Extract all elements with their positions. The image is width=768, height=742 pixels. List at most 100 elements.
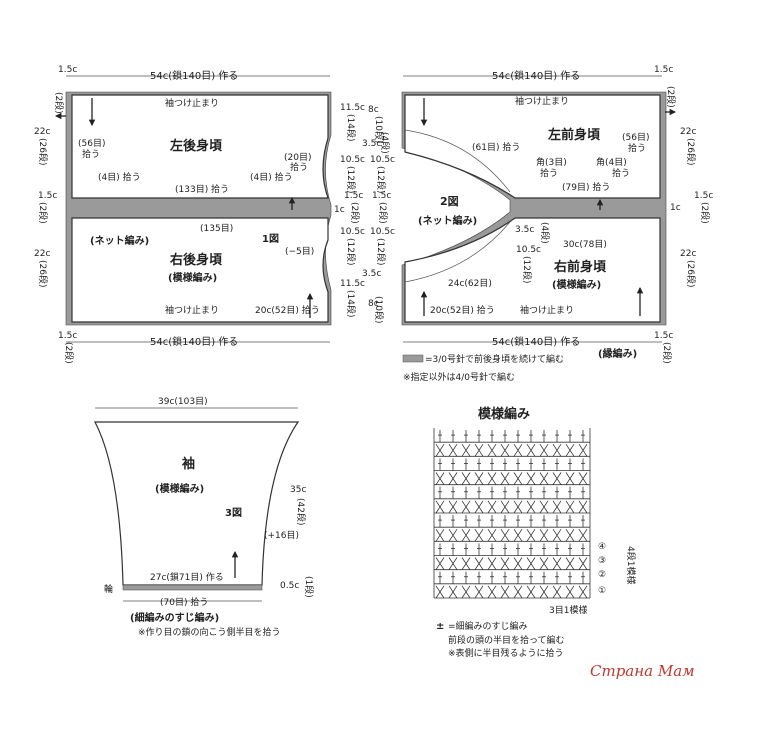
sleeve-edge-name: (細編みのすじ編み) [130,611,219,624]
stitch-mark [461,585,471,599]
right-back-sleeve-stop: 袖つけ止まり [165,304,219,316]
right-back-decrease: (−5目) [285,246,314,257]
stitch-mark [513,528,523,542]
stitch-mark [578,528,588,542]
stitch-mark [578,585,588,599]
note-line2: ※指定以外は4/0号針で編む [403,371,515,383]
right-back-rows135: (135目) [200,223,233,234]
stitch-mark [539,472,549,485]
pattern-repeat-rows: 4段1模様 [625,546,637,584]
svg-text:(42段): (42段) [295,498,307,525]
sleeve-panel [94,421,300,586]
svg-text:拾う: 拾う [540,167,558,179]
svg-text:1.5c: 1.5c [654,331,673,341]
stitch-mark [513,500,523,514]
svg-text:8c: 8c [368,105,379,115]
stitch-mark [435,472,445,485]
svg-text:(4段): (4段) [539,222,551,244]
sleeve-bottom-width: 27c(鎖71目) 作る [150,571,224,583]
stitch-mark [500,557,510,570]
stitch-mark [435,557,445,570]
right-front-w30: 30c(78目) [563,239,607,250]
stitch-mark [435,443,445,457]
svg-text:1.5c: 1.5c [372,191,391,201]
stitch-mark [565,528,575,542]
stitch-mark [487,472,497,485]
svg-text:(26段): (26段) [685,138,697,165]
stitch-mark [500,528,510,542]
stitch-mark [552,500,562,514]
right-top-width: 54c(鎖140目) 作る [492,69,580,82]
stitch-mark [474,472,484,485]
svg-text:(12段): (12段) [375,238,387,265]
svg-text:拾う: 拾う [628,142,646,154]
left-front-pick79: (79目) 拾う [562,181,610,193]
stitch-mark [526,472,536,485]
stitch-mark [539,557,549,570]
stitch-mark [552,528,562,542]
note-line1: =3/0号針で前後身頃を続けて編む [425,353,564,365]
right-front-title: 右前身頃 [553,259,607,275]
stitch-mark [552,472,562,485]
svg-text:10.5c: 10.5c [340,227,365,237]
svg-text:(26段): (26段) [685,260,697,287]
pattern-repeat-sts: 3目1模様 [549,604,587,616]
left-front-corner3: 角(3目) [536,156,567,168]
stitch-mark [435,528,445,542]
bottom-dimensions: 54c(鎖140目) 作る 54c(鎖140目) 作る 1.5c (2段) 1.… [58,331,673,383]
sleeve-fig: 3図 [225,507,242,519]
sleeve-subtitle: (模様編み) [155,482,204,495]
stitch-mark [565,443,575,457]
svg-text:②: ② [598,570,606,580]
stitch-mark [474,585,484,599]
svg-text:(2段): (2段) [377,202,389,224]
svg-text:(10段): (10段) [373,296,385,323]
left-front-pick56: (56目) [622,132,649,143]
svg-text:拾う: 拾う [82,148,100,160]
right-back-subtitle: (模様編み) [168,271,217,284]
top-dimensions: 54c(鎖140目) 作る 54c(鎖140目) 作る 1.5c (2段) 1.… [53,65,677,114]
left-front-panel [404,94,661,199]
stitch-mark [526,443,536,457]
svg-text:④: ④ [598,542,606,552]
stitch-mark [539,528,549,542]
stitch-mark [448,443,458,457]
stitch-mark [461,528,471,542]
legend-symbol: ± [436,621,444,632]
stitch-mark [578,443,588,457]
legend-line1: 前段の頭の半目を拾って編む [448,634,565,646]
svg-text:拾う: 拾う [290,161,308,173]
svg-text:(2段): (2段) [349,202,361,224]
right-back-net: (ネット編み) [90,234,149,247]
stitch-chart [433,428,591,599]
stitch-mark [513,557,523,570]
svg-text:10.5c: 10.5c [370,155,395,165]
stitch-mark [513,585,523,599]
svg-text:8c: 8c [368,299,379,309]
stitch-mark [487,443,497,457]
svg-text:3.5c: 3.5c [362,269,381,279]
right-front-height: 22c [680,249,696,259]
center-dimensions: 11.5c (14段) 8c (10段) 3.5c (4段) 10.5c (12… [334,103,395,323]
stitch-mark [448,585,458,599]
left-back-pick56: (56目) [78,138,105,149]
stitch-mark [565,557,575,570]
stitch-mark [526,528,536,542]
left-back-sleeve-stop: 袖つけ止まり [165,97,219,109]
left-back-pick20: (20目) [284,152,311,163]
left-top-width: 54c(鎖140目) 作る [150,69,238,82]
sleeve-top-width: 39c(103目) [158,396,208,407]
left-back-height: 22c [34,127,50,137]
left-back-gap: 1.5c [38,191,57,201]
stitch-mark [539,500,549,514]
svg-text:3.5c: 3.5c [515,225,534,235]
stitch-mark [448,557,458,570]
left-back-title: 左後身頃 [170,138,223,154]
svg-text:(12段): (12段) [521,256,533,283]
sleeve-increase: (+16目) [264,530,299,541]
svg-text:(4段): (4段) [379,132,391,154]
svg-text:(2段): (2段) [661,342,673,364]
left-back-panel [71,94,329,199]
svg-text:(1段): (1段) [303,576,315,598]
